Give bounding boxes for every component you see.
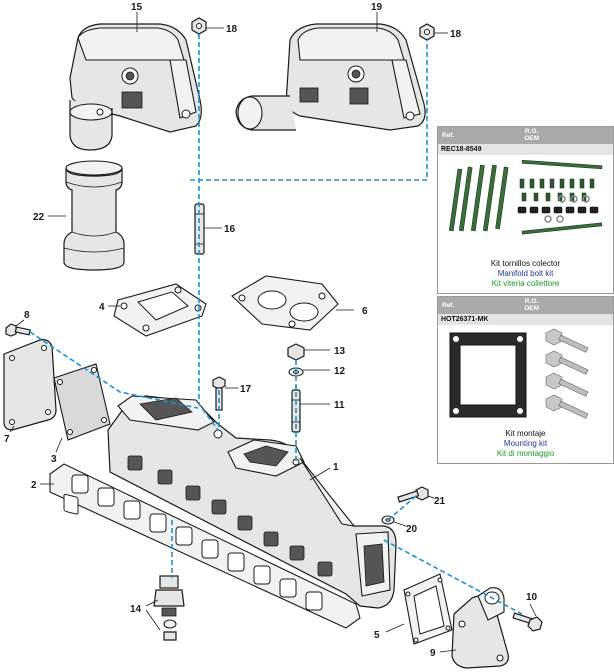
bolt-kit-image xyxy=(448,159,603,235)
callout-6: 6 xyxy=(362,306,368,317)
kit-header: Ref. R.O. OEM xyxy=(438,127,613,144)
callout-8: 8 xyxy=(24,310,30,321)
nut-18b xyxy=(419,23,435,41)
callout-17: 17 xyxy=(240,384,252,395)
ro-oem-label: R.O. OEM xyxy=(524,298,539,312)
callout-18b: 18 xyxy=(450,29,462,40)
kit-name-en: Manifold bolt kit xyxy=(497,269,554,278)
gasket-3 xyxy=(53,363,111,441)
callout-7: 7 xyxy=(4,434,10,445)
callout-21: 21 xyxy=(434,496,446,507)
callout-14: 14 xyxy=(130,604,142,615)
kit-box-manifold-bolts: Ref. R.O. OEM REC18-8549 xyxy=(437,126,614,294)
callout-10: 10 xyxy=(526,592,538,603)
ro-label: R.O. xyxy=(524,128,539,135)
drain-fitting-14 xyxy=(153,575,185,641)
callout-18a: 18 xyxy=(226,24,238,35)
end-plate-7 xyxy=(3,339,57,431)
ref-label: Ref. xyxy=(442,302,455,309)
bolt-21 xyxy=(397,486,429,503)
bolt-8 xyxy=(5,323,31,337)
callout-19: 19 xyxy=(371,2,383,13)
kit-box-mounting: Ref. R.O. OEM HOT26371-MK xyxy=(437,296,614,464)
gasket-4 xyxy=(113,283,207,337)
assembly-guide-lines xyxy=(29,34,523,615)
callout-16: 16 xyxy=(224,224,236,235)
callout-5: 5 xyxy=(374,630,380,641)
ro-oem-label: R.O. OEM xyxy=(524,128,539,142)
callout-9: 9 xyxy=(430,648,436,659)
gasket-6 xyxy=(231,275,339,331)
kit-name-it: Kit di montaggio xyxy=(496,449,555,458)
callout-13: 13 xyxy=(334,346,346,357)
gasket-2 xyxy=(49,463,361,629)
elbow-riser-15 xyxy=(69,23,202,151)
kit-name-es: Kit montaje xyxy=(505,429,546,438)
elbow-riser-19 xyxy=(235,23,426,131)
callout-22: 22 xyxy=(33,212,45,223)
callout-15: 15 xyxy=(131,2,143,13)
callout-12: 12 xyxy=(334,366,346,377)
callout-3: 3 xyxy=(51,454,57,465)
oem-label: OEM xyxy=(524,135,539,142)
callout-11: 11 xyxy=(334,400,345,411)
mounting-kit-image xyxy=(449,328,589,419)
callout-numbers: 15 19 18 18 22 16 4 6 13 12 11 17 8 7 3 … xyxy=(4,2,538,659)
callout-leaders xyxy=(9,12,537,653)
callout-1: 1 xyxy=(333,462,339,473)
exhaust-manifold-1 xyxy=(107,395,397,609)
kit-header: Ref. R.O. OEM xyxy=(438,297,613,314)
nut-13 xyxy=(287,343,305,361)
gasket-5 xyxy=(403,573,453,645)
nut-18a xyxy=(191,17,207,35)
callout-2: 2 xyxy=(31,480,37,491)
ref-label: Ref. xyxy=(442,132,455,139)
bolt-10 xyxy=(512,612,543,632)
oem-label: OEM xyxy=(524,305,539,312)
spacer-22 xyxy=(63,160,125,271)
kit-name-es: Kit tornillos colector xyxy=(490,259,561,268)
water-elbow-9 xyxy=(451,587,509,669)
kit-name-it: Kit viteria collettore xyxy=(491,279,560,288)
callout-20: 20 xyxy=(406,524,418,535)
kit-code: REC18-8549 xyxy=(438,144,613,155)
ro-label: R.O. xyxy=(524,298,539,305)
kit-code: HOT26371-MK xyxy=(438,314,613,325)
callout-4: 4 xyxy=(99,302,105,313)
kit-name-en: Mounting kit xyxy=(503,439,548,448)
